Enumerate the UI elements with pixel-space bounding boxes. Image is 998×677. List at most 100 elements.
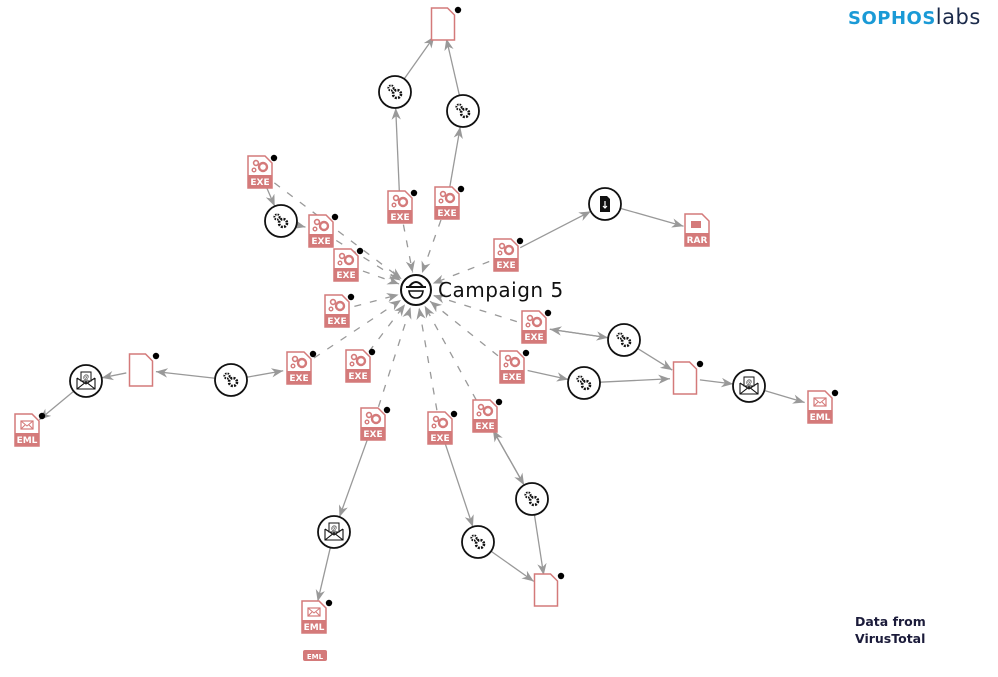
status-dot (331, 213, 339, 221)
gears-icon (455, 103, 471, 119)
rar-node[interactable]: RAR (684, 213, 710, 247)
gear-node[interactable] (214, 363, 248, 397)
svg-text:EML: EML (17, 436, 38, 446)
edge (549, 328, 609, 341)
gear-node[interactable] (607, 323, 641, 357)
svg-text:@: @ (83, 375, 89, 381)
gears-icon (431, 415, 449, 429)
gears-icon (349, 353, 367, 367)
eml-node[interactable]: EML (807, 389, 839, 424)
svg-text:EXE: EXE (311, 237, 330, 247)
mail-node[interactable]: @ (317, 515, 351, 549)
center-node[interactable]: Campaign 5 (400, 274, 564, 306)
svg-text:EML: EML (307, 653, 324, 661)
svg-text:EXE: EXE (363, 430, 382, 440)
edge (246, 368, 284, 378)
svg-text:@: @ (331, 526, 337, 532)
file-node[interactable] (533, 572, 565, 607)
gear-node[interactable] (461, 525, 495, 559)
gear-node[interactable] (264, 204, 298, 238)
svg-text:EML: EML (810, 413, 831, 423)
mail-node[interactable]: @ (69, 364, 103, 398)
orphan-eml-badge: EML (303, 650, 327, 661)
gears-icon (525, 314, 543, 328)
edge (637, 347, 673, 371)
envelope-icon (20, 420, 34, 430)
edge (599, 374, 671, 384)
edge-to-campaign (416, 307, 438, 411)
exe-node[interactable]: EXE (499, 349, 530, 384)
gear-node[interactable] (378, 75, 412, 109)
gear-node[interactable] (515, 482, 549, 516)
edge (403, 35, 435, 80)
edge (338, 438, 369, 518)
edge (533, 514, 547, 576)
status-dot (522, 349, 530, 357)
svg-text:EXE: EXE (390, 213, 409, 223)
edge-to-campaign (368, 303, 406, 353)
svg-text:EXE: EXE (336, 271, 355, 281)
download-file-icon (600, 196, 610, 212)
envelope-icon (307, 607, 321, 617)
status-dot (457, 185, 465, 193)
svg-text:EXE: EXE (430, 434, 449, 444)
gears-icon (476, 403, 494, 417)
file-node[interactable] (672, 360, 704, 395)
svg-text:EXE: EXE (475, 422, 494, 432)
status-dot (831, 389, 839, 397)
gears-icon (337, 252, 355, 266)
status-dot (516, 237, 524, 245)
exe-node[interactable]: EXE (387, 189, 418, 224)
edge-to-campaign (273, 182, 403, 280)
archive-icon (691, 221, 701, 228)
exe-node[interactable]: EXE (521, 309, 552, 344)
svg-text:EXE: EXE (250, 178, 269, 188)
exe-node[interactable]: EXE (360, 406, 391, 441)
exe-node[interactable]: EXE (434, 185, 465, 220)
exe-node[interactable]: EXE (493, 237, 524, 272)
exe-node[interactable]: EXE (286, 350, 317, 385)
svg-text:@: @ (746, 380, 752, 386)
exe-node[interactable]: EXE (427, 410, 458, 445)
status-dot (152, 352, 160, 360)
svg-text:EXE: EXE (496, 261, 515, 271)
edge (391, 107, 401, 192)
exe-node[interactable]: EXE (247, 154, 278, 189)
edge-to-campaign (313, 299, 402, 359)
dl-node[interactable] (588, 187, 622, 221)
eml-node[interactable]: EML (301, 599, 333, 634)
edge-to-campaign (362, 270, 400, 285)
gear-node[interactable] (567, 366, 601, 400)
file-node[interactable] (128, 352, 160, 387)
eml-node[interactable]: EML (14, 412, 46, 447)
edge (449, 126, 463, 188)
gears-icon (616, 332, 632, 348)
exe-node[interactable]: EXE (345, 348, 376, 383)
gears-icon (387, 84, 403, 100)
gears-icon (391, 194, 409, 208)
exe-node[interactable]: EXE (324, 293, 355, 328)
gears-icon (524, 491, 540, 507)
status-dot (368, 348, 376, 356)
exe-node[interactable]: EXE (333, 247, 364, 282)
gears-icon (251, 159, 269, 173)
spy-icon (406, 281, 426, 299)
edge (492, 429, 525, 486)
edge (265, 186, 276, 207)
exe-node[interactable]: EXE (308, 213, 339, 248)
status-dot (356, 247, 364, 255)
svg-text:EXE: EXE (502, 373, 521, 383)
edge (444, 442, 474, 528)
mail-node[interactable]: @ (732, 369, 766, 403)
file-node[interactable] (430, 6, 462, 41)
status-dot (454, 6, 462, 14)
edge-to-campaign (402, 224, 415, 273)
email-icon: @ (739, 376, 759, 395)
edge (527, 369, 569, 382)
gear-node[interactable] (446, 94, 480, 128)
gears-icon (503, 354, 521, 368)
edge (620, 207, 684, 228)
gears-icon (223, 372, 239, 388)
exe-node[interactable]: EXE (472, 398, 503, 433)
